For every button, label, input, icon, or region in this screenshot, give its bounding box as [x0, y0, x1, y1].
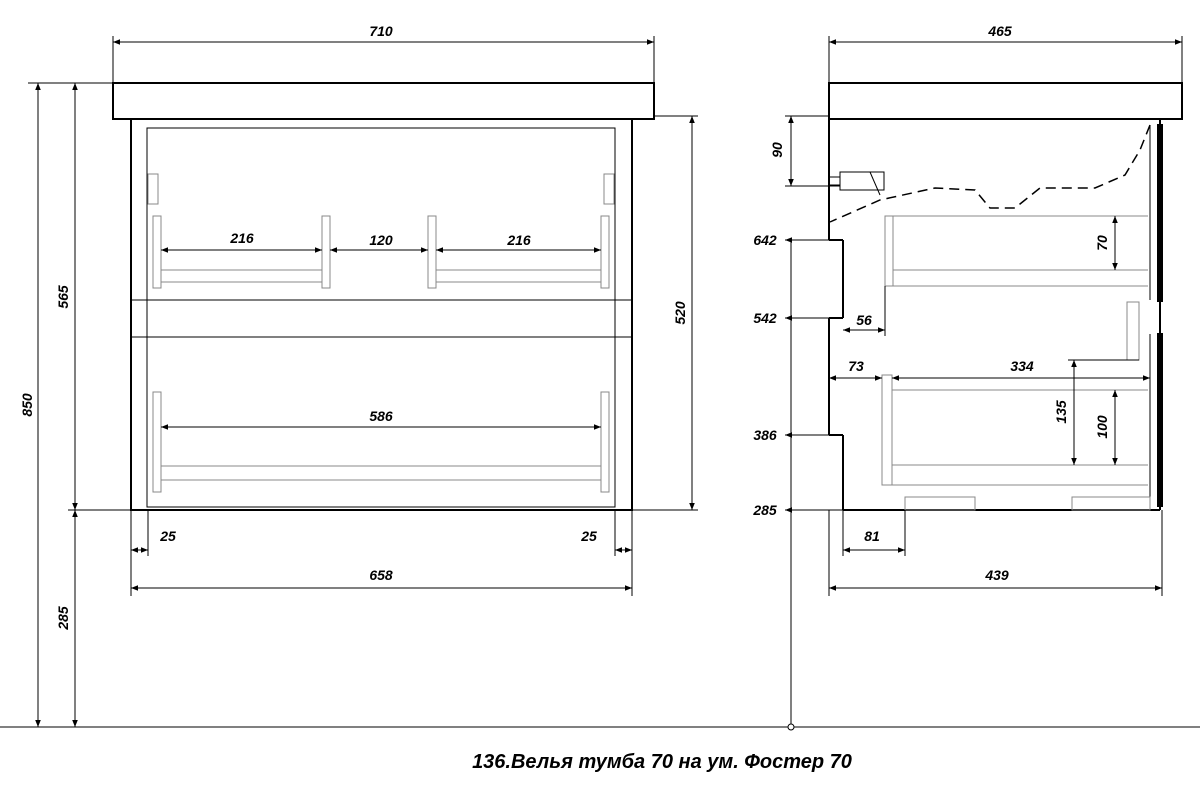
dim-135: 135 — [1053, 400, 1069, 424]
level-642: 642 — [753, 232, 777, 248]
upper-drawer-front — [147, 173, 615, 289]
level-386: 386 — [753, 427, 777, 443]
countertop-side — [828, 82, 1183, 120]
dim-565: 565 — [55, 285, 71, 309]
level-542: 542 — [753, 310, 777, 326]
lower-drawer-side — [881, 374, 1151, 511]
siphon — [828, 171, 885, 196]
dim-334: 334 — [1010, 358, 1034, 374]
dim-439: 439 — [984, 567, 1009, 583]
drawing-title: 136.Велья тумба 70 на ум. Фостер 70 — [472, 751, 852, 773]
dim-81: 81 — [864, 528, 880, 544]
dim-586: 586 — [369, 408, 393, 424]
dim-25-left: 25 — [159, 528, 176, 544]
dim-216-right: 216 — [506, 232, 531, 248]
lower-drawer-front — [152, 391, 610, 493]
side-view: 465 90 642 542 386 285 70 56 73 334 135 — [752, 23, 1183, 731]
level-285: 285 — [752, 502, 777, 518]
dim-120: 120 — [369, 232, 393, 248]
dim-56: 56 — [856, 312, 872, 328]
dim-100: 100 — [1094, 415, 1110, 439]
dim-25-right: 25 — [580, 528, 597, 544]
dim-850: 850 — [19, 393, 35, 417]
countertop-front — [112, 82, 655, 120]
dim-520: 520 — [672, 301, 688, 325]
dim-70: 70 — [1094, 235, 1110, 251]
dim-216-left: 216 — [229, 230, 254, 246]
dim-285-front: 285 — [55, 606, 71, 631]
front-view: 710 850 565 285 520 216 120 216 586 — [19, 23, 698, 727]
dim-658: 658 — [369, 567, 393, 583]
dim-465: 465 — [987, 23, 1012, 39]
cabinet-body-side — [828, 119, 1163, 511]
dim-90: 90 — [769, 142, 785, 158]
dim-710: 710 — [369, 23, 393, 39]
cabinet-body-front — [130, 118, 633, 511]
washbasin-outline — [829, 124, 1151, 223]
dim-73: 73 — [848, 358, 864, 374]
